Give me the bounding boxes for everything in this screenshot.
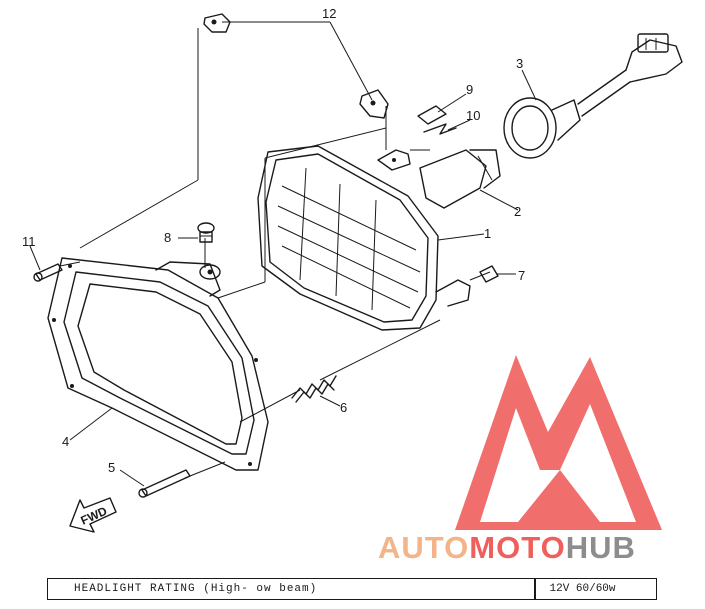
callout-1: 1	[484, 226, 491, 241]
part-8-screw	[197, 222, 215, 243]
callout-10: 10	[466, 108, 480, 123]
rating-label: HEADLIGHT RATING (High- ow beam)	[74, 583, 318, 595]
part-3-socket	[503, 33, 683, 159]
forward-direction-arrow: FWD	[69, 497, 117, 533]
part-6-spring	[291, 375, 337, 403]
assembly-guide-lines	[59, 28, 491, 479]
part-10-spring	[423, 123, 457, 135]
headlight-rating-table: HEADLIGHT RATING (High- ow beam) 12V 60/…	[47, 578, 657, 600]
callout-leaders	[29, 21, 537, 487]
part-4-headlight-rim	[47, 257, 269, 471]
callout-3: 3	[516, 56, 523, 71]
rating-value: 12V 60/60w	[549, 583, 616, 595]
watermark-text: AUTOMOTOHUB	[378, 530, 636, 565]
callout-7: 7	[518, 268, 525, 283]
part-2-bulb	[419, 149, 501, 209]
callout-9: 9	[466, 82, 473, 97]
part-12-clip-upper	[203, 13, 231, 33]
callout-11: 11	[22, 234, 36, 249]
watermark-part-moto: MOTO	[469, 530, 565, 565]
watermark-part-hub: HUB	[566, 530, 636, 565]
callout-2: 2	[514, 204, 521, 219]
callout-12: 12	[322, 6, 336, 21]
callout-5: 5	[108, 460, 115, 475]
callout-4: 4	[62, 434, 69, 449]
part-1-sealed-beam-unit	[257, 145, 471, 331]
part-9-clip	[417, 105, 447, 125]
rating-divider	[534, 579, 536, 599]
part-11-screw	[33, 263, 63, 282]
callout-8: 8	[164, 230, 171, 245]
part-7-nut	[479, 265, 499, 283]
automotohub-logo-mark	[455, 355, 662, 530]
part-12-clip-right	[359, 89, 389, 119]
watermark-part-auto: AUTO	[378, 530, 469, 565]
callout-6: 6	[340, 400, 347, 415]
part-5-adjusting-screw	[138, 469, 191, 498]
callout-numbers: 12 3 9 10 2 1 7 8 11 6 4 5	[22, 6, 525, 475]
